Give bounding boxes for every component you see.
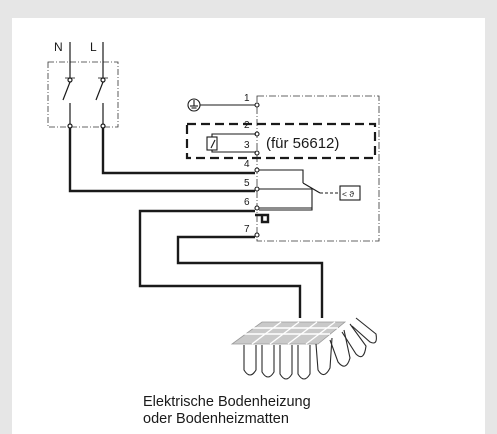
temperature-sensor-icon: < ϑ [342, 189, 354, 199]
terminal-label: 4 [244, 159, 250, 170]
diagram-panel [12, 18, 485, 434]
resistor-icon [206, 133, 256, 153]
ground-icon [187, 98, 256, 112]
terminal-label: 2 [244, 120, 250, 131]
neutral-label: N [54, 40, 63, 54]
terminal-label: 3 [244, 140, 250, 151]
diagram-caption: Elektrische Bodenheizung oder Bodenheizm… [143, 394, 443, 428]
heating-lead-2 [176, 235, 324, 318]
thermostat-switch [259, 169, 361, 211]
neutral-wire [68, 128, 255, 193]
heating-lead-1 [138, 209, 302, 318]
caption-line-1: Elektrische Bodenheizung [143, 394, 311, 410]
terminal-label: 6 [244, 197, 250, 208]
variant-box [185, 122, 377, 160]
live-label: L [90, 40, 97, 54]
jumper [255, 213, 270, 224]
breaker-enclosure [47, 61, 119, 128]
caption-line-2: oder Bodenheizmatten [143, 411, 289, 427]
variant-note: (für 56612) [266, 135, 339, 152]
live-wire [101, 128, 255, 175]
terminal-label: 1 [244, 93, 250, 104]
heating-mat-icon [230, 317, 377, 380]
terminal-block [254, 102, 260, 238]
terminal-label: 5 [244, 178, 250, 189]
thermostat-enclosure [256, 95, 380, 242]
two-pole-breaker [62, 42, 108, 129]
wiring [68, 128, 324, 318]
terminal-label: 7 [244, 224, 250, 235]
